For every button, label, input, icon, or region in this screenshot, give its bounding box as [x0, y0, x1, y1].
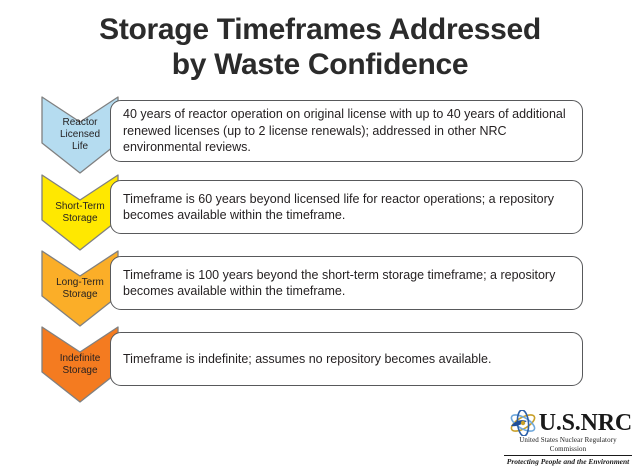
page-title-line-2: by Waste Confidence — [171, 48, 469, 81]
nrc-logo-top: U.S.NRC — [486, 409, 632, 436]
nrc-tagline: Protecting People and the Environment — [506, 457, 630, 466]
chevron-reactor-licensed-life: Reactor Licensed Life — [41, 96, 119, 174]
page-title: Storage Timeframes Addressed by Waste Co… — [0, 12, 640, 82]
nrc-divider — [504, 455, 632, 456]
description-box-indefinite-storage: Timeframe is indefinite; assumes no repo… — [110, 332, 583, 386]
timeframe-diagram: Reactor Licensed Life 40 years of reacto… — [0, 96, 640, 406]
chevron-shape — [41, 326, 119, 403]
timeframe-row-indefinite-storage: Indefinite Storage Timeframe is indefini… — [0, 326, 640, 403]
description-box-short-term-storage: Timeframe is 60 years beyond licensed li… — [110, 180, 583, 234]
page-title-line-1: Storage Timeframes Addressed — [99, 13, 541, 46]
nrc-wordmark: U.S.NRC — [538, 409, 632, 436]
nrc-logo: U.S.NRC United States Nuclear Regulatory… — [486, 409, 632, 466]
atom-icon — [508, 409, 538, 436]
chevron-shape — [41, 250, 119, 327]
chevron-short-term-storage: Short-Term Storage — [41, 174, 119, 251]
chevron-indefinite-storage: Indefinite Storage — [41, 326, 119, 403]
description-text: 40 years of reactor operation on origina… — [123, 107, 566, 155]
timeframe-row-short-term-storage: Short-Term Storage Timeframe is 60 years… — [0, 174, 640, 251]
description-box-reactor-licensed-life: 40 years of reactor operation on origina… — [110, 100, 583, 162]
chevron-long-term-storage: Long-Term Storage — [41, 250, 119, 327]
description-box-long-term-storage: Timeframe is 100 years beyond the short-… — [110, 256, 583, 310]
timeframe-row-long-term-storage: Long-Term Storage Timeframe is 100 years… — [0, 250, 640, 327]
timeframe-row-reactor-licensed-life: Reactor Licensed Life 40 years of reacto… — [0, 96, 640, 174]
description-text: Timeframe is 100 years beyond the short-… — [123, 267, 556, 299]
chevron-shape — [41, 174, 119, 251]
nrc-agency-name: United States Nuclear Regulatory Commiss… — [519, 436, 617, 453]
chevron-shape — [41, 96, 119, 174]
description-text: Timeframe is indefinite; assumes no repo… — [123, 351, 492, 366]
description-text: Timeframe is 60 years beyond licensed li… — [123, 191, 554, 223]
